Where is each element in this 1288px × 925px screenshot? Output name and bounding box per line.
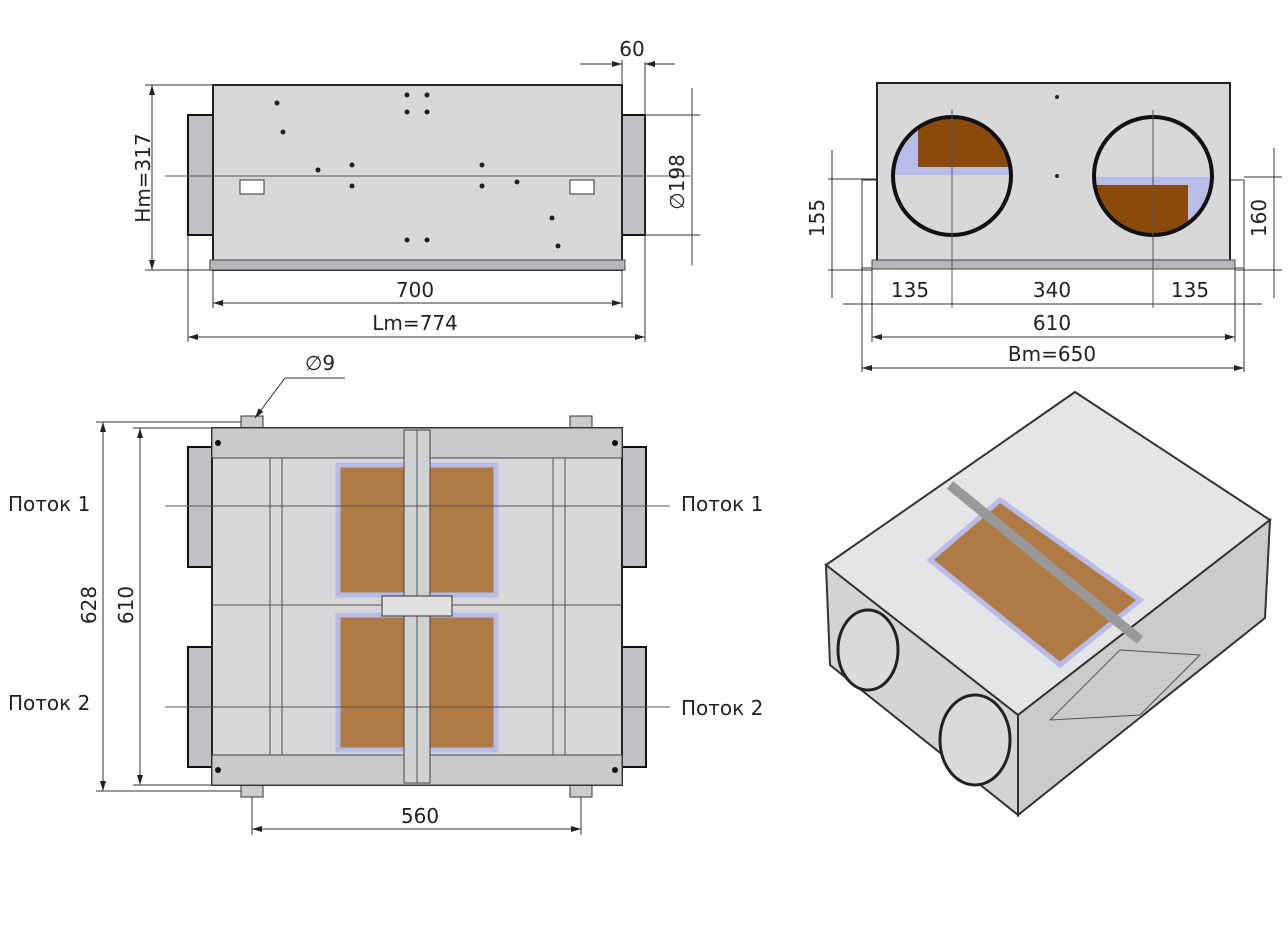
top-view: Поток 1 Поток 1 Поток 2 Поток 2 628 610 … bbox=[8, 351, 763, 835]
dim-body-width: 610 bbox=[1033, 311, 1071, 335]
dim-mount-spacing: 560 bbox=[401, 804, 439, 828]
side-view: 155 160 135 340 135 610 Bm=650 bbox=[805, 82, 1282, 372]
side-body bbox=[876, 82, 1231, 269]
dim-left-offset: 135 bbox=[891, 278, 929, 302]
dim-right-axis-height: 160 bbox=[1247, 199, 1271, 237]
flow-2-label-right: Поток 2 bbox=[681, 696, 763, 720]
dim-collar-depth: 60 bbox=[619, 37, 644, 61]
duct-collar bbox=[187, 446, 213, 568]
duct-collar bbox=[621, 446, 647, 568]
mount-bracket bbox=[239, 179, 265, 195]
dim-right-offset: 135 bbox=[1171, 278, 1209, 302]
dim-center-spacing: 340 bbox=[1033, 278, 1071, 302]
front-view: Hm=317 700 Lm=774 60 ∅198 bbox=[131, 37, 700, 342]
dim-mount-height: 628 bbox=[77, 586, 101, 624]
flow-2-label-left: Поток 2 bbox=[8, 691, 90, 715]
dim-height: Hm=317 bbox=[131, 133, 155, 222]
iso-duct-collar bbox=[938, 693, 1012, 787]
dim-total-width: Bm=650 bbox=[1008, 342, 1096, 366]
dim-total-length: Lm=774 bbox=[372, 311, 458, 335]
left-duct-collar bbox=[187, 114, 214, 236]
dim-hole-diameter: ∅9 bbox=[305, 351, 335, 375]
dim-duct-diameter: ∅198 bbox=[665, 154, 689, 210]
iso-duct-collar bbox=[836, 608, 900, 692]
isometric-view bbox=[824, 390, 1272, 818]
flow-1-label-right: Поток 1 bbox=[681, 492, 763, 516]
dim-body-length: 700 bbox=[396, 278, 434, 302]
front-body bbox=[212, 84, 623, 271]
dim-body-height: 610 bbox=[114, 586, 138, 624]
right-duct-collar bbox=[621, 114, 646, 236]
dim-left-axis-height: 155 bbox=[805, 199, 829, 237]
mount-bracket bbox=[569, 179, 595, 195]
flow-1-label-left: Поток 1 bbox=[8, 492, 90, 516]
